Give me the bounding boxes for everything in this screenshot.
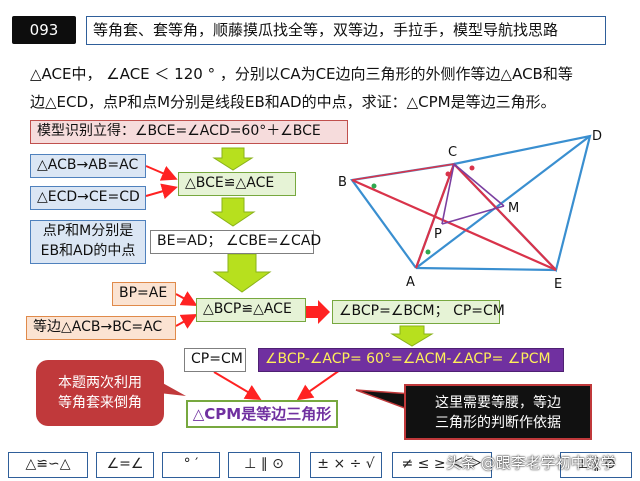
- arrow-ecd-to-congruent: [145, 183, 178, 199]
- triangle-acb: [350, 162, 456, 269]
- problem-line-2: 边△ECD，点P和点M分别是线段EB和AD的中点，求证：△CPM是等边三角形。: [30, 93, 556, 111]
- label-p: P: [434, 227, 442, 242]
- label-b: B: [338, 175, 347, 190]
- segment-pm: [441, 205, 505, 225]
- equilateral-acb-box: △ACB→AB=AC: [30, 154, 146, 178]
- note-black-line-1: 这里需要等腰，等边: [435, 395, 561, 411]
- symbol-chip-degree[interactable]: ° ′: [162, 452, 220, 478]
- angle-calculation-box: ∠BCP-∠ACP= 60°=∠ACM-∠ACP= ∠PCM: [258, 348, 564, 372]
- label-m: M: [508, 201, 519, 216]
- triangle-ecd: [453, 134, 592, 273]
- equilateral-ecd-box: △ECD→CE=CD: [30, 186, 146, 210]
- label-e: E: [554, 277, 562, 292]
- note-callout-black: 这里需要等腰，等边 三角形的判断作依据: [404, 384, 592, 440]
- midpoint-box: 点P和M分别是 EB和AD的中点: [30, 220, 146, 264]
- arrow-acbbc-to-congruent2: [175, 314, 198, 329]
- segment-ac-red: [414, 163, 456, 269]
- label-c: C: [448, 145, 457, 160]
- problem-line-1: △ACE中， ∠ACE ＜ 120 ° ，分别以CA为CE边向三角形的外侧作等边…: [30, 65, 573, 83]
- bp-ae-box: BP=AE: [112, 282, 176, 306]
- midpoint-line-2: EB和AD的中点: [40, 243, 136, 259]
- arrow-to-angle-eq: [306, 300, 330, 324]
- block-arrow-3: [212, 253, 272, 293]
- conclusion-box: △CPM是等边三角形: [186, 400, 338, 428]
- segment-ce-red: [453, 163, 557, 271]
- segment-ad: [415, 135, 591, 269]
- watermark: 头条 @跟李老学初中数学: [446, 454, 616, 472]
- segment-bc-red: [351, 163, 455, 181]
- note-red-line-1: 本题两次利用: [58, 375, 142, 391]
- angle-mark-c1: [445, 171, 451, 177]
- problem-number-badge: 093: [12, 16, 76, 44]
- arrow-calc-to-result: [296, 369, 341, 401]
- geometry-diagram: B C D A E P M: [338, 129, 602, 292]
- symbol-chip-operators[interactable]: ± × ÷ √: [310, 452, 382, 478]
- model-recognition-box: 模型识别立得：∠BCE=∠ACD=60°＋∠BCE: [30, 120, 348, 144]
- angle-mark-a: [425, 249, 431, 255]
- arrow-acb-to-congruent: [145, 165, 178, 181]
- angle-mark-c2: [469, 165, 475, 171]
- equilateral-acb-bc-box: 等边△ACB→BC=AC: [26, 316, 176, 340]
- symbol-chip-perpendicular[interactable]: ⊥ ∥ ⊙: [228, 452, 300, 478]
- cp-cm-box: CP=CM: [184, 348, 246, 372]
- page-title: 等角套、套等角，顺藤摸瓜找全等，双等边，手拉手，模型导航找思路: [86, 16, 606, 45]
- midpoint-line-1: 点P和M分别是: [42, 223, 134, 239]
- block-arrow-1: [212, 147, 254, 171]
- symbol-chip-perpendicular-2[interactable]: ⊥ ∥ ⊙: [560, 452, 632, 478]
- be-ad-box: BE=AD； ∠CBE=∠CAD: [150, 230, 321, 254]
- symbol-chip-inequalities[interactable]: ≠ ≤ ≥ ＜ ＞: [392, 452, 492, 478]
- block-arrow-4: [390, 325, 434, 347]
- note-red-line-2: 等角套来倒角: [58, 395, 142, 411]
- segment-eb: [351, 178, 557, 272]
- label-a: A: [406, 275, 415, 290]
- segment-cp: [441, 163, 455, 225]
- angle-mark-b: [371, 183, 377, 189]
- note-black-line-2: 三角形的判断作依据: [435, 415, 561, 431]
- note-callout-red: 本题两次利用 等角套来倒角: [36, 360, 164, 426]
- segment-ae: [415, 266, 557, 272]
- arrow-cpcm-to-result: [213, 371, 262, 401]
- symbol-chip-angle[interactable]: ∠=∠: [96, 452, 154, 478]
- congruent-bcp-ace-box: △BCP≌△ACE: [196, 298, 306, 322]
- angle-equality-box: ∠BCP=∠BCM； CP=CM: [332, 300, 505, 324]
- label-d: D: [592, 129, 602, 144]
- problem-statement: △ACE中， ∠ACE ＜ 120 ° ，分别以CA为CE边向三角形的外侧作等边…: [30, 60, 620, 116]
- arrow-bpae-to-congruent2: [175, 291, 198, 306]
- symbol-chip-congruent[interactable]: △≌∽△: [8, 452, 88, 478]
- block-arrow-2: [210, 197, 256, 227]
- segment-cm: [453, 163, 505, 207]
- congruent-bce-ace-box: △BCE≌△ACE: [178, 172, 296, 196]
